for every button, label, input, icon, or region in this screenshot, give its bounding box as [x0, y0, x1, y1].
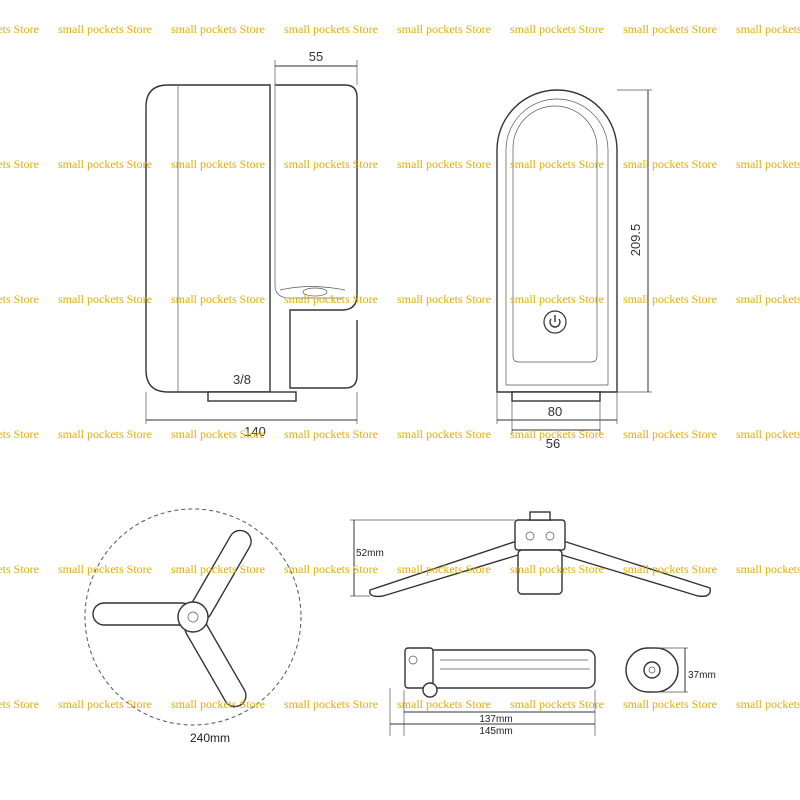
watermark-text: small pockets Store — [58, 427, 152, 441]
watermark-text: small pockets Store — [736, 562, 800, 576]
front-view-body — [496, 89, 618, 393]
watermark-text: small pockets Store — [397, 22, 491, 36]
dim-tripod-spread: 240mm — [190, 731, 230, 745]
dim-side-top-width: 55 — [309, 49, 323, 64]
watermark-text: small pockets Store — [736, 292, 800, 306]
side-view-clip — [275, 84, 358, 389]
watermark-text: small pockets Store — [0, 22, 39, 36]
watermark-text: small pockets Store — [623, 697, 717, 711]
watermark-text: small pockets Store — [397, 697, 491, 711]
side-view-body — [145, 84, 271, 393]
tripod-top-view: 240mm — [84, 508, 302, 745]
folded-head — [404, 647, 434, 689]
watermark-layer: small pockets Store small pockets Store sm… — [0, 22, 800, 711]
dim-front-bottom-width: 80 — [548, 404, 562, 419]
dim-side-bottom-width: 140 — [244, 424, 266, 439]
watermark-text: small pockets Store — [397, 427, 491, 441]
watermark-text: small pockets Store — [510, 562, 604, 576]
watermark-text: small pockets Store — [510, 427, 604, 441]
watermark-text: small pockets Store — [284, 697, 378, 711]
watermark-text: small pockets Store — [171, 157, 265, 171]
watermark-text: small pockets Store — [397, 292, 491, 306]
dim-front-base-width: 56 — [546, 436, 560, 451]
tripod-side-center-leg — [517, 549, 563, 595]
watermark-text: small pockets Store — [171, 292, 265, 306]
dim-tripod-height: 52mm — [356, 548, 384, 559]
watermark-text: small pockets Store — [510, 292, 604, 306]
dim-thread-size: 3/8 — [233, 372, 251, 387]
watermark-text: small pockets Store — [623, 292, 717, 306]
dim-folded-diameter: 37mm — [688, 670, 716, 681]
watermark-text: small pockets Store — [510, 22, 604, 36]
watermark-text: small pockets Store — [284, 427, 378, 441]
tripod-side-leg-right — [550, 539, 711, 598]
watermark-text: small pockets Store — [58, 292, 152, 306]
watermark-text: small pockets Store — [284, 562, 378, 576]
side-view-base-plate — [207, 391, 297, 402]
tripod-hub — [177, 601, 209, 633]
watermark-text: small pockets Store — [58, 22, 152, 36]
dim-folded-length-inner: 137mm — [479, 714, 512, 725]
watermark-text: small pockets Store — [58, 562, 152, 576]
front-view-base-plate — [511, 391, 601, 402]
watermark-text: small pockets Store — [736, 157, 800, 171]
watermark-text: small pockets Store — [0, 427, 39, 441]
front-view: 209.5 80 56 — [496, 89, 652, 451]
dim-front-height: 209.5 — [628, 224, 643, 257]
tripod-side-head — [514, 519, 566, 551]
watermark-text: small pockets Store — [623, 157, 717, 171]
tripod-side-leg-left — [369, 539, 530, 598]
watermark-text: small pockets Store — [397, 157, 491, 171]
watermark-text: small pockets Store — [284, 22, 378, 36]
watermark-text: small pockets Store — [58, 697, 152, 711]
watermark-text: small pockets Store — [623, 427, 717, 441]
watermark-text: small pockets Store — [284, 292, 378, 306]
watermark-text: small pockets Store — [736, 22, 800, 36]
watermark-text: small pockets Store — [0, 562, 39, 576]
watermark-text: small pockets Store — [623, 22, 717, 36]
watermark-text: small pockets Store — [171, 562, 265, 576]
tripod-spread-circle — [84, 508, 302, 726]
dim-folded-length-outer: 145mm — [479, 726, 512, 737]
power-icon — [549, 315, 561, 328]
watermark-text: small pockets Store — [171, 427, 265, 441]
watermark-text: small pockets Store — [623, 562, 717, 576]
front-view-window — [512, 105, 598, 363]
watermark-text: small pockets Store — [171, 22, 265, 36]
watermark-text: small pockets Store — [0, 157, 39, 171]
watermark-text: small pockets Store — [284, 157, 378, 171]
watermark-text: small pockets Store — [736, 427, 800, 441]
side-view: 55 3/8 140 — [145, 49, 358, 439]
watermark-text: small pockets Store — [171, 697, 265, 711]
watermark-text: small pockets Store — [510, 697, 604, 711]
watermark-text: small pockets Store — [58, 157, 152, 171]
watermark-text: small pockets Store — [0, 697, 39, 711]
watermark-text: small pockets Store — [397, 562, 491, 576]
watermark-text: small pockets Store — [510, 157, 604, 171]
watermark-text: small pockets Store — [736, 697, 800, 711]
tripod-folded-view: 137mm 145mm 37mm — [389, 647, 716, 737]
watermark-text: small pockets Store — [0, 292, 39, 306]
tripod-side-view: 52mm — [350, 511, 711, 598]
